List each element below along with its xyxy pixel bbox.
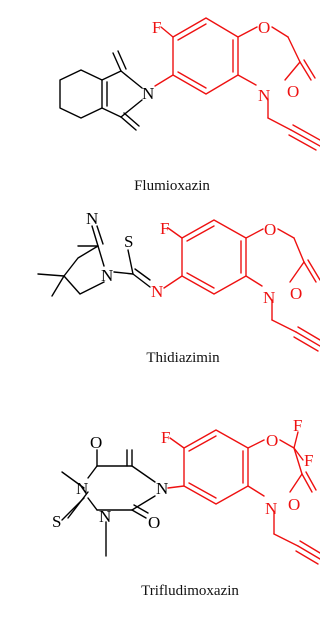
trifludimoxazin-core-atoms: F O F F N O	[161, 416, 313, 518]
flumioxazin-ring-oxygen: O	[258, 18, 270, 37]
thidiazimin-nitrogen-1: N	[86, 209, 98, 228]
flumioxazin-core-atoms: F O N O	[152, 18, 299, 105]
trifludimoxazin-nitrogen-a: N	[156, 479, 168, 498]
thidiazimin-sulfur: S	[124, 232, 133, 251]
trifludimoxazin-fluorine: F	[161, 428, 170, 447]
flumioxazin-imide-ring	[59, 50, 143, 131]
thidiazimin-ring-nitrogen: N	[263, 288, 275, 307]
flumioxazin-carbonyl-oxygen: O	[287, 82, 299, 101]
flumioxazin-fluorine: F	[152, 18, 161, 37]
trifludimoxazin-structure: F O F F N O N N N	[52, 416, 320, 599]
trifludimoxazin-carbonyl-oxygen: O	[288, 495, 300, 514]
trifludimoxazin-oxygen-2: O	[148, 513, 160, 532]
trifludimoxazin-triazine-ring	[61, 449, 156, 557]
trifludimoxazin-nitrogen-c: N	[99, 507, 111, 526]
trifludimoxazin-ring-oxygen: O	[266, 431, 278, 450]
flumioxazin-structure: F O N O N Flumioxazin	[59, 17, 320, 194]
thidiazimin-carbonyl-oxygen: O	[290, 284, 302, 303]
thidiazimin-structure: F O N O N N S N Thidiazimin	[37, 209, 320, 366]
trifludimoxazin-triazine-atoms: N N N O O S	[52, 433, 168, 532]
thidiazimin-imine-nitrogen: N	[151, 282, 163, 301]
trifludimoxazin-fluorine-2: F	[293, 416, 302, 435]
flumioxazin-imide-nitrogen: N	[142, 84, 154, 103]
trifludimoxazin-nitrogen-b: N	[76, 479, 88, 498]
flumioxazin-label: Flumioxazin	[134, 178, 210, 194]
trifludimoxazin-sulfur: S	[52, 512, 61, 531]
trifludimoxazin-oxygen-1: O	[90, 433, 102, 452]
thidiazimin-core	[163, 219, 320, 352]
thidiazimin-label: Thidiazimin	[146, 350, 220, 366]
thidiazimin-nitrogen-2: N	[101, 266, 113, 285]
thidiazimin-bicyclic-atoms: N S N	[86, 209, 133, 285]
thidiazimin-ring-oxygen: O	[264, 220, 276, 239]
trifludimoxazin-ring-nitrogen: N	[265, 499, 277, 518]
thidiazimin-fluorine: F	[160, 219, 169, 238]
flumioxazin-core	[154, 17, 320, 151]
trifludimoxazin-label: Trifludimoxazin	[141, 583, 239, 599]
thidiazimin-core-atoms: F O N O N	[151, 219, 302, 307]
trifludimoxazin-core	[167, 429, 320, 565]
thidiazimin-bicyclic-ring	[37, 225, 151, 297]
trifludimoxazin-fluorine-3: F	[304, 451, 313, 470]
flumioxazin-ring-nitrogen: N	[258, 86, 270, 105]
